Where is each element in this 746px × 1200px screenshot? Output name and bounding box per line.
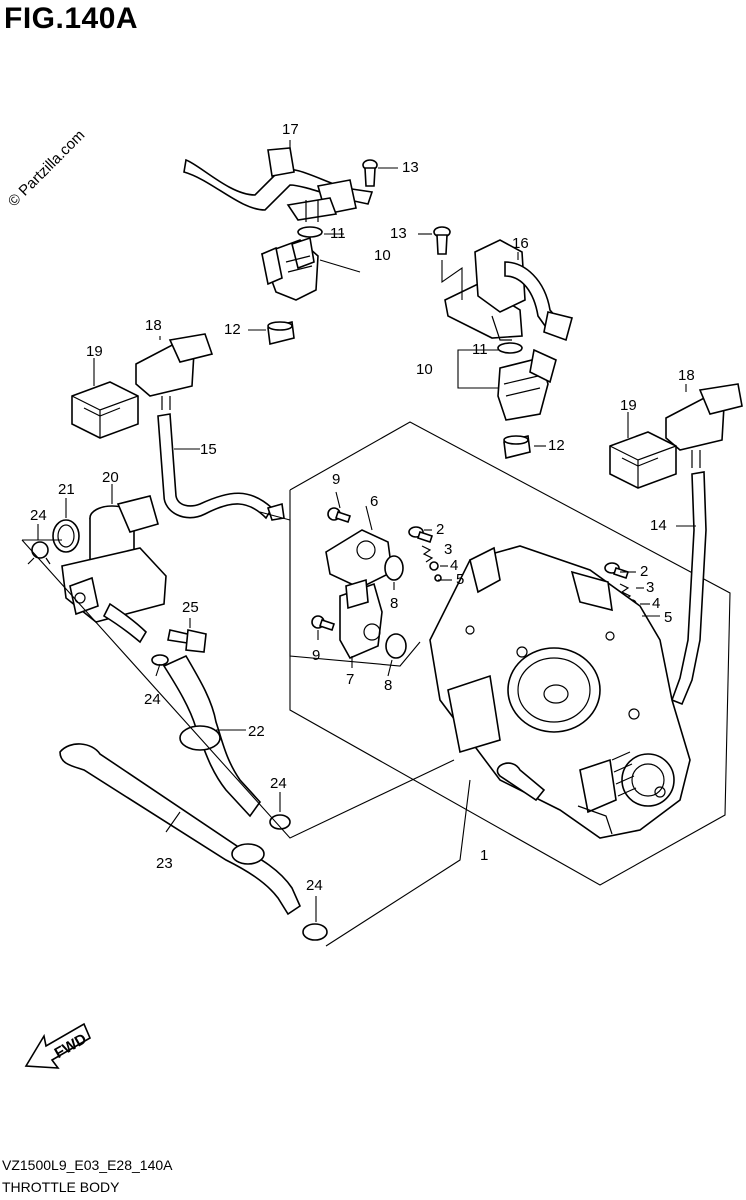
sensor-cover-19-right[interactable] [609,431,677,489]
figure-code: VZ1500L9_E03_E28_140A [2,1157,173,1173]
callout-10-upper: 10 [374,247,391,264]
leader-lines [21,140,696,947]
adjust-screw-2-left[interactable] [408,526,434,544]
callout-22: 22 [248,723,265,740]
figure-title: FIG.140A [4,2,139,35]
callout-labels: 17 13 11 10 12 13 16 11 10 12 18 19 15 1… [30,121,695,894]
screw-9-lower[interactable] [311,615,336,632]
callout-19-left: 19 [86,343,103,360]
callout-25: 25 [182,599,199,616]
assembly-outline [289,421,731,886]
callout-12-upper: 12 [224,321,241,338]
pressure-sensor-18-right[interactable] [665,383,743,468]
o-ring-8-upper[interactable] [384,555,404,581]
bolt-25[interactable] [167,629,207,653]
callout-10-lower: 10 [416,361,433,378]
screw-9-upper[interactable] [327,507,352,524]
o-ring-8-lower[interactable] [385,633,407,659]
sensor-cover-19-left[interactable] [71,381,139,439]
callout-7: 7 [346,671,354,688]
callout-14: 14 [650,517,667,534]
callout-24-c: 24 [270,775,287,792]
vacuum-hose-15[interactable] [157,413,285,521]
fuel-delivery-pipe-16[interactable] [444,239,573,342]
throttle-body-1[interactable] [429,545,691,839]
cushion-seal-12-lower[interactable] [503,435,531,459]
callout-11-lower: 11 [472,341,488,358]
callout-3-left: 3 [444,541,452,558]
callout-4-left: 4 [450,557,458,574]
spring-3-left[interactable] [421,545,434,563]
throttle-sensor-6[interactable] [325,529,393,589]
callout-9-upper: 9 [332,471,340,488]
callout-2-right: 2 [640,563,648,580]
o-ring-11-upper[interactable] [297,226,323,238]
fuel-injector-10-lower[interactable] [497,348,557,421]
fuel-delivery-pipe-17[interactable] [183,147,374,222]
o-ring-11-lower[interactable] [497,342,523,354]
isc-valve-20[interactable] [61,495,167,644]
callout-13-upper: 13 [402,159,419,176]
throttle-sensor-7[interactable] [339,578,383,660]
adjust-screw-2-right[interactable] [604,562,630,580]
callout-9-lower: 9 [312,647,320,664]
callout-5-right: 5 [664,609,672,626]
hose-clamp-24-d[interactable] [302,923,328,941]
callout-20: 20 [102,469,119,486]
callout-6: 6 [370,493,378,510]
callout-23: 23 [156,855,173,872]
callout-11-upper: 11 [330,225,346,242]
pressure-sensor-18-left[interactable] [135,333,214,410]
callout-18-left: 18 [145,317,162,334]
callout-24-d: 24 [306,877,323,894]
callout-17: 17 [282,121,299,138]
callout-16: 16 [512,235,529,252]
bolt-13-lower[interactable] [433,226,451,255]
callout-1: 1 [480,847,488,864]
callout-4-right: 4 [652,595,660,612]
hose-clamp-24-b[interactable] [151,654,169,666]
hose-clamp-24-a[interactable] [27,541,51,565]
hose-clamp-24-c[interactable] [269,814,291,830]
o-ring-21[interactable] [52,519,80,553]
callout-2-left: 2 [436,521,444,538]
air-hose-23[interactable] [59,743,302,916]
callout-24-b: 24 [144,691,161,708]
callout-15: 15 [200,441,217,458]
fuel-injector-10-upper[interactable] [260,236,319,301]
callout-24-a: 24 [30,507,47,524]
callout-13-lower: 13 [390,225,407,242]
callout-19-right: 19 [620,397,637,414]
callout-21: 21 [58,481,75,498]
callout-5-left: 5 [456,571,464,588]
bolt-13-upper[interactable] [362,159,378,187]
callout-12-lower: 12 [548,437,565,454]
callout-8-lower: 8 [384,677,392,694]
figure-name: THROTTLE BODY [2,1179,120,1195]
vacuum-hose-14[interactable] [670,471,707,706]
callout-18-right: 18 [678,367,695,384]
forward-arrow-icon: FWD [24,1022,92,1069]
callout-8-upper: 8 [390,595,398,612]
cushion-seal-12-upper[interactable] [267,321,295,345]
washer-4-left[interactable] [429,561,439,571]
air-hose-22[interactable] [162,654,262,818]
callout-3-right: 3 [646,579,654,596]
